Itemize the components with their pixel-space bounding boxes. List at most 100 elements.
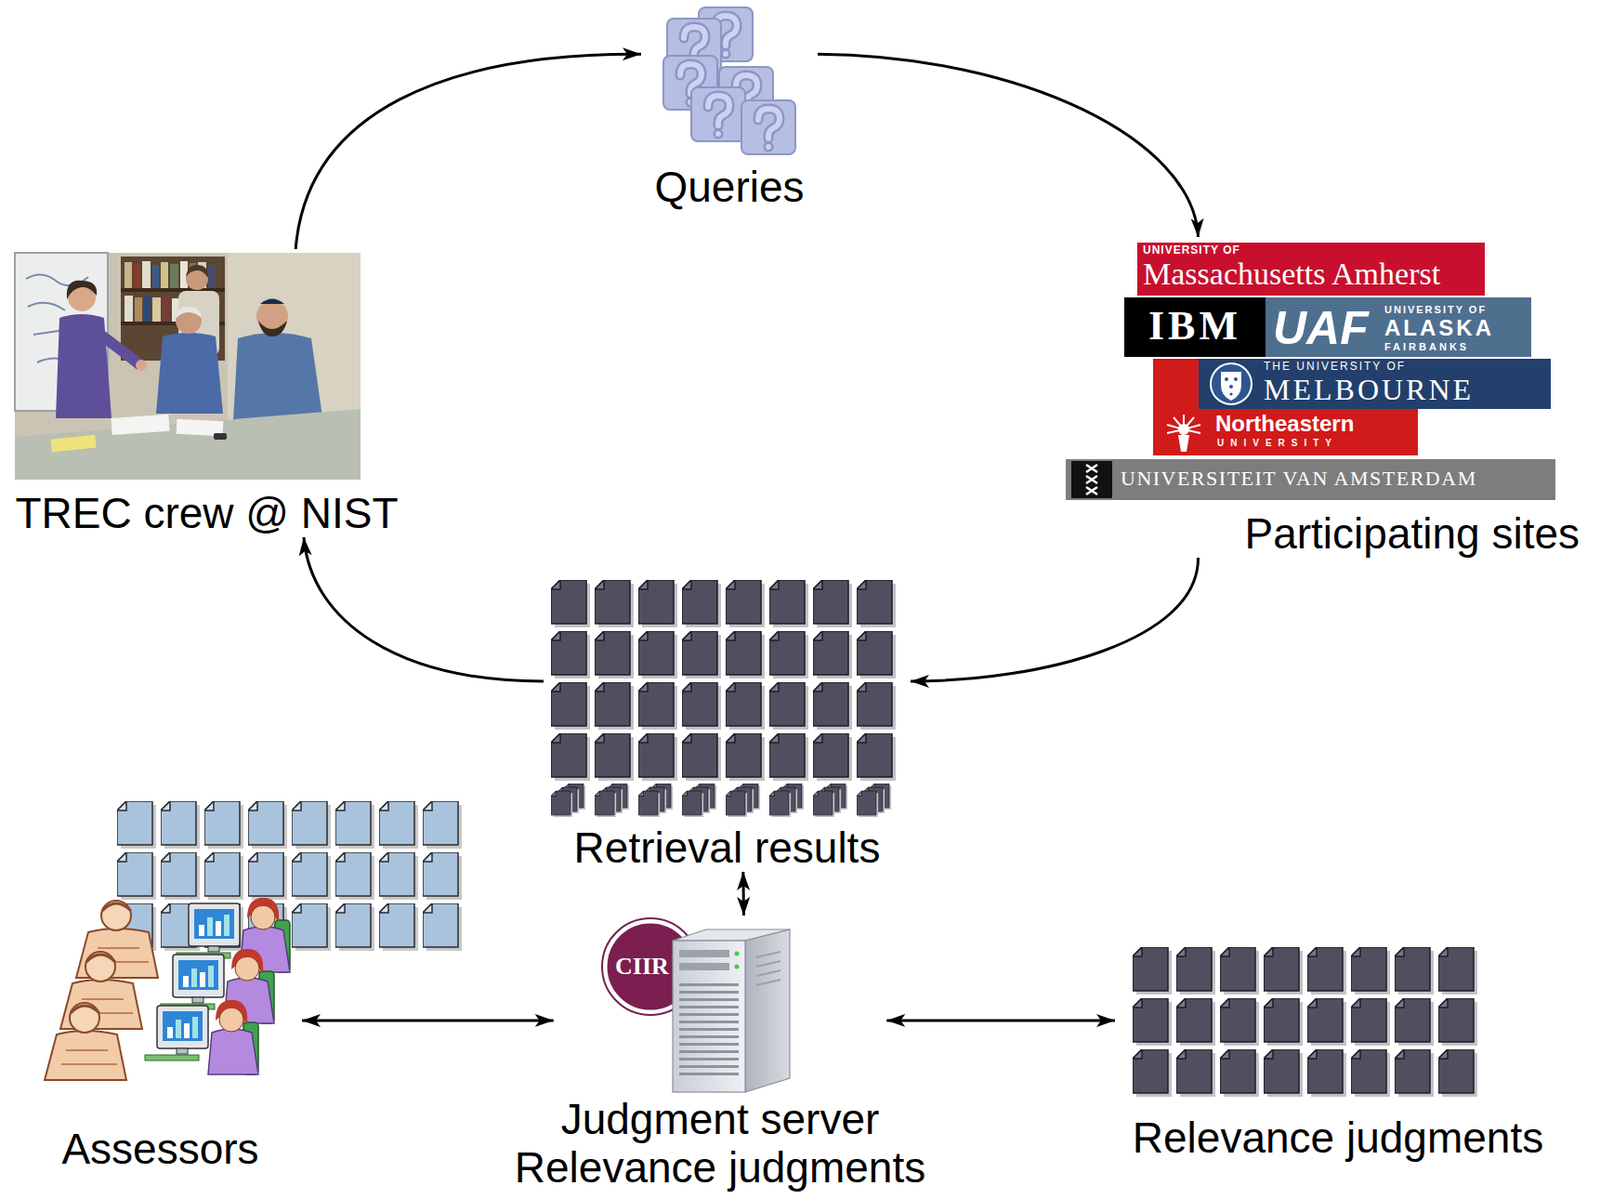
logo-text: Northeastern [1215,411,1354,436]
server-icon-part [679,983,739,1076]
double-arrow [741,871,746,916]
retrieval-results-node: Retrieval results [543,568,911,872]
results-small-documents [550,783,901,817]
server-icon-part [679,962,730,971]
server-icon-part-part [756,970,781,976]
server-icon-part-part [679,1049,739,1053]
node-label: TREC crew @ NIST [14,489,398,538]
server-icon-part-part [679,1057,739,1061]
trec-photo-part [160,262,169,289]
logo-text: THE UNIVERSITY OF [1263,360,1406,373]
logo-text: UNIVERSITY OF [1142,244,1241,257]
logo-text: UAF [1272,302,1369,355]
site-logos-part [1071,460,1113,499]
node-label: Participating sites [1245,510,1581,558]
trec-photo-part [124,295,133,322]
trec-photo-part [152,297,161,322]
server-icon-part [745,929,790,1092]
site-logos-part-part [1086,486,1098,495]
queries-icon-part [691,87,746,142]
node-label: Queries [654,163,804,211]
trec-photo-part [135,359,147,371]
trec-photo-part [152,264,159,289]
caption-label: Relevance judgments [514,1143,926,1192]
server-icon-part-part [679,1020,739,1023]
flow-arrow [295,53,642,250]
server-icon-part [672,940,746,1092]
trec-photo-part [100,334,140,365]
trec-photo-part [260,299,285,305]
site-logos-part [1178,423,1190,435]
server-icon-part-part [679,1064,739,1068]
trec-photo [14,252,361,480]
site-logos-part-part [1086,475,1098,484]
trec-photo-part [208,264,216,289]
trec-photo-part [133,263,141,289]
trec-photo-part [175,306,202,319]
server-icon-part-part [679,1027,739,1031]
trec-photo-part [170,263,179,289]
logo-text: UNIVERSITY OF [1384,303,1487,315]
trec-photo-part [124,262,132,289]
server-icon-part [734,951,740,957]
node-label: Assessors [61,1125,259,1173]
assessed-documents [117,800,467,955]
server-icon-part-part [679,983,739,986]
double-arrow [301,1018,554,1022]
queries-icon-part [741,100,796,155]
logo-text: ALASKA [1384,315,1495,341]
server-icon-part-part [756,960,781,967]
flow-arrow [910,557,1199,682]
server-icon-part-part [679,997,739,1001]
server-icon [672,929,790,1092]
site-logos-part [1229,384,1233,389]
logo-text: IBM [1148,303,1242,349]
server-icon-part-part [679,1005,739,1009]
assessors-clipart-part [44,999,259,1080]
queries-node: Queries [641,4,818,211]
trec-photo-part [258,320,288,337]
server-icon-part-part [756,951,781,958]
trec-photo-part [213,432,227,440]
results-documents [550,579,901,785]
site-logos-part [1198,358,1551,409]
site-logos [1065,242,1556,500]
server-icon-part-part [679,1012,739,1016]
server-icon-part [734,964,740,970]
trec-photo-part [156,332,223,414]
site-logos-part [1178,434,1190,452]
assessors-node: Assessors [18,891,302,1173]
server-icon-part-part [756,979,781,985]
trec-photo-part [14,252,361,480]
site-logos-part [1220,371,1242,401]
trec-photo-part [55,314,112,419]
logo-text: UNIVERSITEIT VAN AMSTERDAM [1120,467,1478,490]
site-logos-part [1210,363,1252,405]
trec-crew-node: TREC crew @ NIST [4,249,409,538]
site-logos-part [1229,392,1233,395]
site-logos-part [1265,297,1532,357]
trec-photo-part [134,297,143,322]
flow-arrow [303,537,544,682]
node-label: Retrieval results [574,824,881,872]
site-logos-part [1065,459,1556,500]
site-logos-part [1233,377,1238,381]
trec-photo-part [144,295,151,322]
queries-icon [663,7,796,155]
server-icon-part [679,949,730,958]
server-icon-part-part [679,990,739,994]
logo-text: MELBOURNE [1263,373,1474,407]
server-icon-part-part [679,1042,739,1046]
logo-text: UNIVERSITY [1217,437,1338,448]
node-label: Relevance judgments [1132,1114,1544,1162]
logo-text: FAIRBANKS [1384,340,1469,353]
assessors-clipart [44,897,290,1080]
trec-photo-part [110,414,170,435]
logo-text: CIIR [615,953,669,981]
site-logos-part [1224,377,1229,381]
trec-photo-part [66,280,97,300]
trec-photo-part [185,264,209,278]
double-arrow [886,1018,1115,1022]
site-logos-part-part [1086,464,1098,473]
